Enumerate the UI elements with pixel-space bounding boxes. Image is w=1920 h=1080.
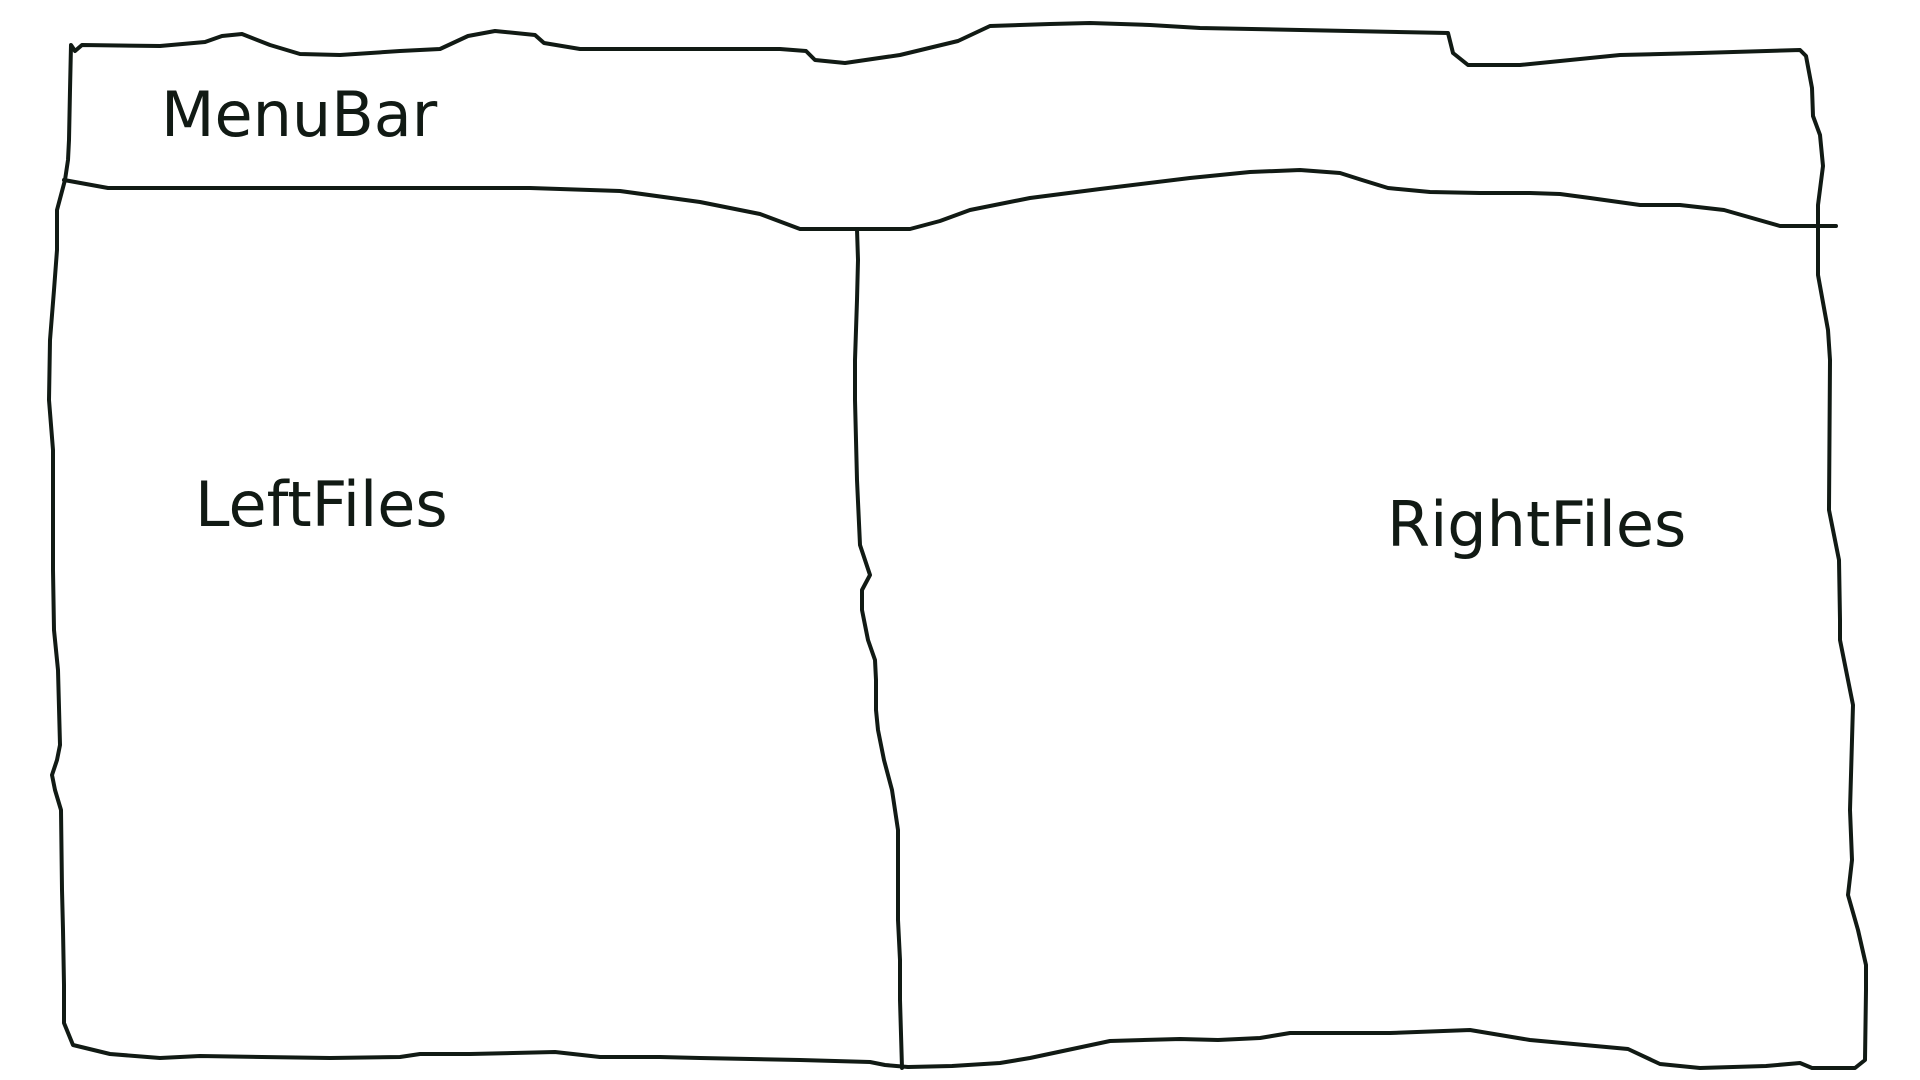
right-files-label: RightFiles: [1387, 488, 1687, 561]
menu-bar-label: MenuBar: [161, 78, 438, 151]
menubar-divider: [62, 168, 1838, 231]
left-files-label: LeftFiles: [195, 468, 448, 541]
outer-frame: [47, 21, 1868, 1070]
pane-divider: [853, 227, 904, 1070]
